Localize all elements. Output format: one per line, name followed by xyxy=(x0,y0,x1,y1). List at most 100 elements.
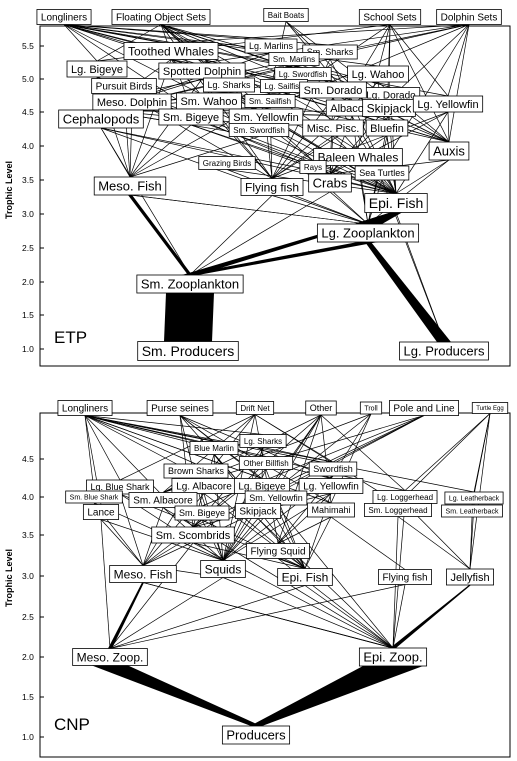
node-seaturtles: Sea Turtles xyxy=(354,165,410,181)
node-spotted: Spotted Dolphin xyxy=(158,62,246,80)
node-label: Misc. Pisc. xyxy=(307,123,360,135)
node-label: Floating Object Sets xyxy=(116,13,206,24)
trophic-link xyxy=(471,413,491,506)
node-otherbillfish: Other Billfish xyxy=(238,456,294,470)
node-box xyxy=(234,503,282,519)
etp-taxa-nodes: Longliners Floating Object Sets Bait Boats… xyxy=(36,8,502,361)
trophic-link xyxy=(277,516,332,544)
y-tick-label: 2.0 xyxy=(22,277,34,287)
trophic-link xyxy=(201,24,470,64)
node-lgyellowfin: Lg. Yellowfin xyxy=(412,95,484,113)
node-box xyxy=(263,8,309,22)
node-label: Squids xyxy=(205,562,242,576)
trophic-link xyxy=(190,124,397,194)
y-tick-label: 1.0 xyxy=(22,732,34,742)
cnp-plot-frame xyxy=(39,412,511,758)
node-lgswordfish: Lg. Swordfish xyxy=(274,67,332,81)
trophic-link xyxy=(392,584,406,649)
y-tick-label: 5.5 xyxy=(22,41,34,51)
trophic-link xyxy=(404,413,491,491)
trophic-link xyxy=(397,516,471,570)
node-label: Sm. Leatherback xyxy=(446,509,499,516)
node-skipjack: Skipjack xyxy=(362,99,416,117)
node-label: Pursuit Birds xyxy=(96,82,153,93)
y-tick-label: 3.0 xyxy=(22,571,34,581)
node-label: Sm. Loggerhead xyxy=(368,506,427,515)
node-label: Dolphin Sets xyxy=(441,13,498,24)
node-label: Lg. Yellowfin xyxy=(417,99,478,111)
node-mesofish: Meso. Fish xyxy=(109,565,177,583)
node-purse: Purse seines xyxy=(146,400,214,416)
trophic-link xyxy=(189,195,273,276)
node-label: Longliners xyxy=(41,13,87,24)
node-box xyxy=(82,504,120,520)
node-toothed: Toothed Whales xyxy=(123,42,219,60)
node-box xyxy=(93,176,167,196)
node-label: Lg. Leatherback xyxy=(449,496,500,503)
node-lgbigeye: Lg. Bigeye xyxy=(66,60,128,78)
node-label: Lg. Swordfish xyxy=(279,70,327,79)
node-smloggerhead: Sm. Loggerhead xyxy=(364,503,432,517)
node-auxis: Auxis xyxy=(428,141,470,161)
node-smzoo: Sm. Zooplankton xyxy=(136,274,244,294)
node-box xyxy=(198,156,256,170)
node-box xyxy=(111,9,211,25)
node-label: School Sets xyxy=(363,13,416,24)
y-tick-label: 1.0 xyxy=(22,344,34,354)
trophic-link xyxy=(469,413,491,570)
node-box xyxy=(36,9,92,25)
node-pursuitbirds: Pursuit Birds xyxy=(91,78,157,94)
node-box xyxy=(444,491,504,505)
node-label: Sm. Zooplankton xyxy=(141,277,239,292)
trophic-link xyxy=(100,127,331,175)
node-box xyxy=(412,95,484,113)
node-box xyxy=(58,109,144,129)
node-label: Purse seines xyxy=(151,404,209,415)
node-longliners: Longliners xyxy=(36,9,92,25)
trophic-link xyxy=(448,24,470,143)
node-longliners: Longliners xyxy=(57,400,113,416)
node-floating: Floating Object Sets xyxy=(111,9,211,25)
trophic-link xyxy=(100,519,111,649)
node-box xyxy=(221,725,291,745)
node-box xyxy=(239,434,287,448)
node-flyingfish: Flying fish xyxy=(240,178,304,196)
node-smyellowfin: Sm. Yellowfin xyxy=(244,490,308,506)
node-mesofish: Meso. Fish xyxy=(93,176,167,196)
node-box xyxy=(359,401,383,415)
node-label: Lg. Blue Shark xyxy=(90,482,150,492)
node-box xyxy=(446,568,494,586)
node-label: Grazing Birds xyxy=(203,159,251,168)
node-label: Skipjack xyxy=(367,101,413,115)
node-mahimahi: Mahimahi xyxy=(307,502,355,518)
node-lance: Lance xyxy=(82,504,120,520)
node-box xyxy=(365,119,409,137)
trophic-link xyxy=(129,124,192,178)
node-label: Lg. Bigeye xyxy=(238,482,286,493)
node-label: Bait Boats xyxy=(268,11,304,20)
node-box xyxy=(298,478,364,494)
node-lgloggerhead: Lg. Loggerhead xyxy=(372,490,438,504)
node-label: Lance xyxy=(87,508,115,519)
node-box xyxy=(235,401,275,415)
major-flow-band xyxy=(365,242,451,342)
node-label: Sm. Yellowfin xyxy=(249,493,303,503)
trophic-link xyxy=(160,24,334,121)
y-tick-label: 3.5 xyxy=(22,530,34,540)
node-box xyxy=(123,42,219,60)
major-flow-band xyxy=(182,242,378,275)
node-smsailfish: Sm. Sailfish xyxy=(244,94,296,108)
node-label: Sm. Bigeye xyxy=(179,508,225,518)
node-lgmarlins: Lg. Marlins xyxy=(244,38,298,54)
trophic-link xyxy=(277,493,332,544)
node-box xyxy=(378,569,432,585)
node-box xyxy=(428,141,470,161)
node-lgsharks: Lg. Sharks xyxy=(239,434,287,448)
trophic-link xyxy=(84,415,475,493)
node-squids: Squids xyxy=(200,560,246,578)
node-smmarlins: Sm. Marlins xyxy=(268,52,320,66)
trophic-link xyxy=(330,516,406,570)
node-label: Lg. Albacore xyxy=(176,482,232,493)
node-label: Turtle Egg xyxy=(476,406,503,412)
